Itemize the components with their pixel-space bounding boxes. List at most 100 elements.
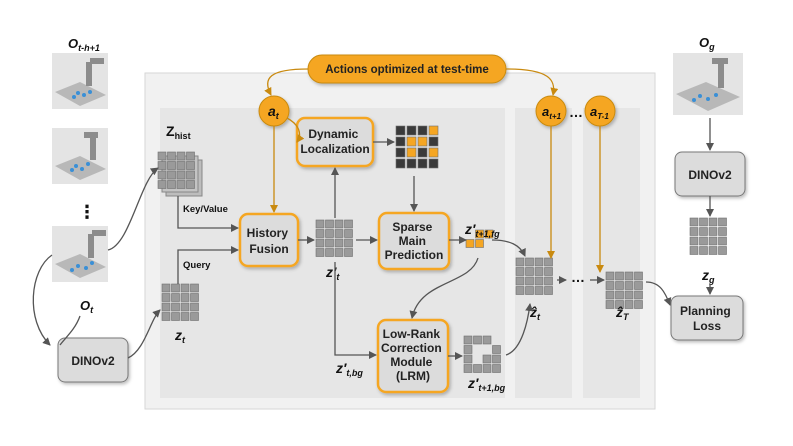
lrm-module: Low-Rank Correction Module (LRM) <box>376 318 450 394</box>
token-cell <box>534 267 544 276</box>
token-cell <box>315 238 325 248</box>
token-cell <box>167 161 176 170</box>
token-cell <box>689 227 699 236</box>
token-cell <box>463 335 473 345</box>
token-cell <box>186 170 195 180</box>
token-cell <box>699 217 708 227</box>
token-cell <box>689 246 699 255</box>
token-cell <box>417 125 428 136</box>
token-cell <box>406 158 417 169</box>
token-cell <box>171 293 180 302</box>
token-cell <box>325 238 334 248</box>
token-cell <box>180 283 190 293</box>
token-cell <box>315 248 325 257</box>
token-cell <box>428 125 439 136</box>
token-cell <box>334 248 344 257</box>
query-label: Query <box>183 260 211 271</box>
token-cell <box>544 276 553 286</box>
token-cell <box>190 312 199 321</box>
history-fusion-module: History Fusion <box>238 212 300 268</box>
svg-text:DINOv2: DINOv2 <box>688 168 732 182</box>
token-cell <box>492 354 501 364</box>
svg-text:Planning Loss: Planning Loss <box>680 304 734 333</box>
token-cell <box>428 136 439 147</box>
token-cell <box>544 257 553 267</box>
observation-label-bottom: Ot <box>80 298 94 315</box>
token-cell <box>161 293 171 302</box>
token-cell <box>171 312 180 321</box>
token-cell <box>482 335 492 345</box>
goal-observation-label: Og <box>699 35 715 52</box>
token-cell <box>515 257 525 267</box>
token-cell <box>315 229 325 238</box>
action-a-t1: at+1 <box>535 95 567 127</box>
token-cell <box>167 170 176 180</box>
token-cell <box>605 290 615 300</box>
token-cell <box>171 283 180 293</box>
token-cell <box>615 290 624 300</box>
token-cell <box>624 271 634 281</box>
token-cell <box>190 302 199 312</box>
token-cell <box>344 219 353 229</box>
z-hist-grid <box>157 151 203 197</box>
token-cell <box>334 229 344 238</box>
svg-text:Actions optimized at test-time: Actions optimized at test-time <box>325 64 489 76</box>
token-cell <box>544 286 553 295</box>
svg-text:Sparse Main Predic: Sparse Main Prediction <box>385 220 444 262</box>
token-cell <box>615 300 624 309</box>
svg-text:Low-Rank Correction: Low-Rank Correction Module (LRM) <box>381 327 445 383</box>
key-value-label: Key/Value <box>183 204 228 215</box>
svg-text:at+1: at+1 <box>542 104 562 121</box>
token-cell <box>482 364 492 373</box>
token-cell <box>406 125 417 136</box>
token-cell <box>634 300 643 309</box>
z-hat-t-grid <box>515 257 553 295</box>
token-cell <box>605 300 615 309</box>
token-cell <box>176 170 186 180</box>
token-cell <box>544 267 553 276</box>
observation-label-top: Ot-h+1 <box>68 36 100 53</box>
token-cell <box>605 281 615 290</box>
token-cell <box>624 281 634 290</box>
token-cell <box>180 293 190 302</box>
token-cell <box>708 236 718 246</box>
token-cell <box>417 147 428 158</box>
token-cell <box>525 257 534 267</box>
token-cell <box>176 180 186 189</box>
stage-panel-final <box>583 108 640 398</box>
observation-thumbnail-mid <box>52 128 108 184</box>
token-cell <box>634 290 643 300</box>
token-cell <box>634 281 643 290</box>
token-cell <box>334 219 344 229</box>
token-cell <box>492 364 501 373</box>
token-cell <box>161 312 171 321</box>
token-cell <box>428 158 439 169</box>
token-cell <box>325 248 334 257</box>
observation-thumbnail-bottom <box>52 226 108 282</box>
token-cell <box>465 239 475 248</box>
z-bg-next-label: z′t+1,bg <box>467 375 506 393</box>
token-cell <box>417 136 428 147</box>
z-hist-label: Zhist <box>166 123 191 141</box>
token-cell <box>325 229 334 238</box>
token-cell <box>157 170 167 180</box>
connectors <box>32 68 714 360</box>
token-cell <box>463 354 473 364</box>
token-cell <box>515 286 525 295</box>
token-cell <box>525 286 534 295</box>
token-cell <box>157 161 167 170</box>
localization-mask-grid <box>395 125 439 169</box>
token-cell <box>699 246 708 255</box>
token-cell <box>395 125 406 136</box>
token-cell <box>718 217 727 227</box>
token-cell <box>344 238 353 248</box>
token-cell <box>463 345 473 354</box>
token-cell <box>534 286 544 295</box>
z-g-grid <box>689 217 727 255</box>
token-cell <box>406 136 417 147</box>
token-cell <box>186 161 195 170</box>
token-cell <box>186 180 195 189</box>
token-cell <box>624 300 634 309</box>
z-t-grid <box>161 283 199 321</box>
